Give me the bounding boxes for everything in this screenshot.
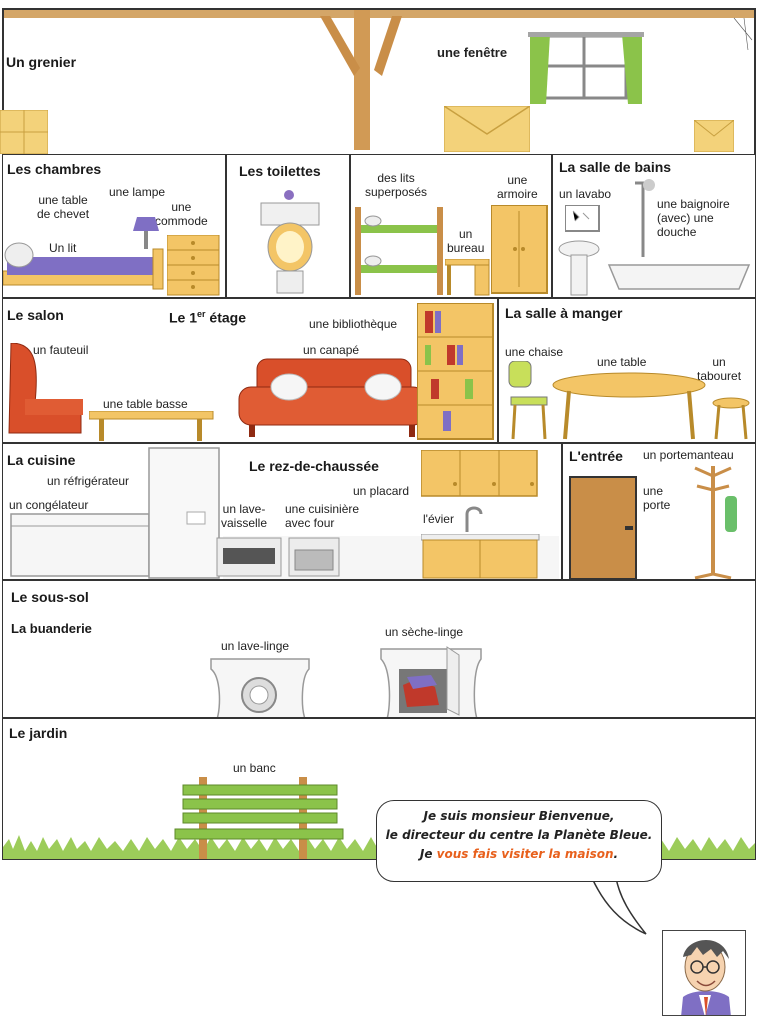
washer-label: un lave-linge: [221, 639, 290, 653]
armchair-label: un fauteuil: [33, 343, 89, 357]
sink-cabinet-icon: [421, 534, 541, 579]
toilet-icon: [255, 185, 325, 295]
dishwasher-label: un lave- vaisselle: [221, 502, 268, 530]
desk-icon: [445, 259, 491, 297]
chair-label: une chaise: [505, 345, 564, 359]
bedrooms-title: Les chambres: [7, 161, 102, 177]
ground-floor-title: Le rez-de-chaussée: [249, 458, 379, 474]
nightstand-label: une table de chevet: [37, 193, 90, 221]
freezer-label: un congélateur: [9, 498, 89, 512]
stool-icon: [711, 397, 751, 441]
speech-highlight: vous fais visiter la maison: [436, 847, 614, 861]
wall-cabinet-icon: [421, 450, 539, 498]
dining-room: La salle à manger une chaise une table u…: [498, 298, 756, 443]
cooker-icon: [287, 536, 343, 578]
speech-line-3: Je vous fais visiter la maison.: [377, 845, 661, 864]
bench-icon: [173, 777, 345, 859]
floor1-title: Le 1er étage: [169, 309, 246, 326]
bathroom: La salle de bains un lavabo une baignoir…: [552, 154, 756, 298]
floor1-title-rest: étage: [205, 309, 246, 326]
window-icon: [528, 32, 644, 106]
dishwasher-icon: [215, 536, 285, 578]
bed-label: Un lit: [49, 241, 77, 255]
dresser-label: une commode: [155, 200, 208, 228]
laundry-title: La buanderie: [11, 621, 92, 636]
stool-label: un tabouret: [697, 355, 742, 383]
coat-rack-icon: [681, 462, 745, 579]
sofa-label: un canapé: [303, 343, 360, 357]
basement: Le sous-sol La buanderie un lave-linge u…: [2, 580, 756, 718]
cupboard-label: un placard: [353, 484, 410, 498]
dresser-icon: [167, 235, 221, 297]
wardrobe-label: une armoire: [497, 173, 538, 201]
cooker-label: une cuisinière avec four: [285, 502, 360, 530]
attic-box-icon: [444, 106, 530, 152]
kitchen: La cuisine Le rez-de-chaussée un réfrigé…: [2, 443, 562, 580]
bedroom-2: des lits superposés une armoire un burea…: [350, 154, 552, 298]
bathroom-title: La salle de bains: [559, 159, 672, 175]
speech-line-3-c: .: [613, 847, 619, 861]
coffee-table-label: une table basse: [103, 397, 188, 411]
kitchen-sink-label: l'évier: [423, 512, 454, 526]
sink-label: un lavabo: [559, 187, 612, 201]
bathtub-icon: [603, 177, 753, 297]
bubble-tail: [590, 874, 650, 938]
chair-icon: [507, 361, 553, 441]
lamp-icon: [131, 217, 161, 251]
freezer-icon: [9, 512, 151, 578]
bench-label: un banc: [233, 761, 276, 775]
door-icon: [569, 476, 639, 579]
dining-table-label: une table: [597, 355, 647, 369]
speech-line-3-a: Je: [419, 847, 437, 861]
window-label: une fenêtre: [437, 45, 508, 60]
bookcase-label: une bibliothèque: [309, 317, 398, 331]
living-title: Le salon: [7, 307, 64, 323]
dining-table-icon: [551, 371, 707, 441]
speech-bubble: Je suis monsieur Bienvenue, le directeur…: [376, 800, 662, 882]
bedroom-1: Les chambres une table de chevet une lam…: [2, 154, 226, 298]
door-label: une porte: [643, 484, 671, 512]
attic-beams: [4, 10, 754, 150]
coat-rack-label: un portemanteau: [643, 448, 734, 462]
dryer-label: un sèche-linge: [385, 625, 464, 639]
mirror-icon: [565, 205, 601, 233]
bunk-beds-icon: [355, 207, 453, 297]
washer-icon: [207, 657, 313, 717]
dryer-icon: [377, 645, 485, 717]
dining-title: La salle à manger: [505, 305, 623, 321]
faucet-icon: [463, 504, 487, 534]
bed-icon: [3, 237, 167, 295]
living-room: Le salon Le 1er étage une bibliothèque u…: [2, 298, 498, 443]
bathtub-label: une baignoire (avec) une douche: [657, 197, 730, 239]
speech-line-2: le directeur du centre la Planète Bleue.: [385, 828, 653, 842]
bookcase-icon: [417, 303, 497, 441]
garden-title: Le jardin: [9, 725, 68, 741]
attic-box-icon: [694, 120, 734, 152]
kitchen-title: La cuisine: [7, 452, 76, 468]
director-portrait: [662, 930, 746, 1016]
floor1-title-sup: er: [197, 309, 206, 319]
sofa-icon: [237, 355, 427, 441]
lamp-label: une lampe: [109, 185, 166, 199]
floor1-title-main: Le 1: [169, 309, 198, 326]
attic-title: Un grenier: [6, 54, 77, 70]
toilets-title: Les toilettes: [239, 163, 321, 179]
attic-box-icon: [0, 110, 48, 154]
toilets-room: Les toilettes: [226, 154, 350, 298]
bunk-beds-label: des lits superposés: [365, 171, 428, 199]
speech-line-1: Je suis monsieur Bienvenue,: [423, 809, 615, 823]
grass: [3, 833, 755, 859]
basement-title: Le sous-sol: [11, 589, 89, 605]
desk-label: un bureau: [447, 227, 485, 255]
fridge-label: un réfrigérateur: [47, 474, 130, 488]
entry: L'entrée un portemanteau une porte: [562, 443, 756, 580]
washbasin-icon: [557, 239, 601, 297]
fridge-icon: [147, 446, 223, 579]
wardrobe-icon: [491, 205, 549, 295]
coffee-table-icon: [89, 411, 215, 442]
entry-title: L'entrée: [569, 448, 623, 464]
armchair-icon: [5, 343, 85, 441]
